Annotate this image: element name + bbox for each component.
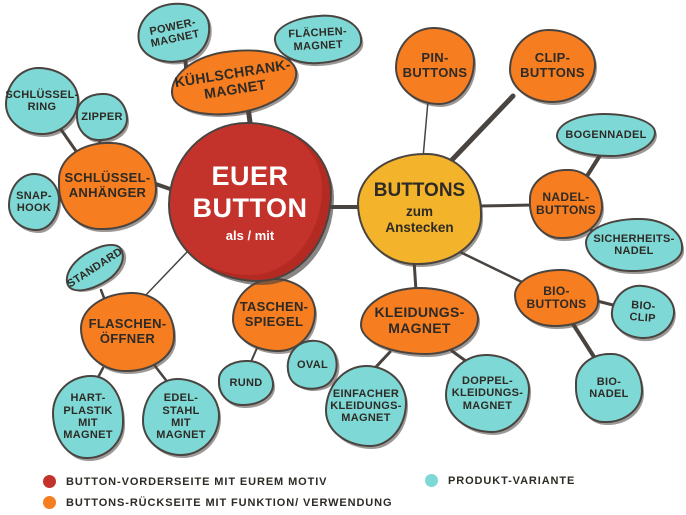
- node-label: ZIPPER: [81, 110, 123, 123]
- node-doppel-kleidungsmagnet: DOPPEL- KLEIDUNGS- MAGNET: [445, 354, 530, 433]
- node-label: BOGENNADEL: [565, 128, 647, 141]
- node-label: KÜHLSCHRANK- MAGNET: [173, 56, 292, 102]
- legend-front-label: BUTTON-VORDERSEITE MIT EUREM MOTIV: [66, 475, 328, 488]
- legend-orange-dot: [43, 496, 56, 509]
- legend-variant-label: PRODUKT-VARIANTE: [448, 474, 576, 487]
- node-label: SNAP- HOOK: [16, 189, 52, 214]
- node-label: SCHLÜSSEL- RING: [5, 88, 79, 113]
- anstecken-title: BUTTONS: [373, 180, 466, 202]
- node-label: SCHLÜSSEL- ANHÄNGER: [64, 170, 151, 200]
- node-taschen-spiegel: TASCHEN- SPIEGEL: [232, 278, 316, 352]
- node-label: EDEL- STAHL MIT MAGNET: [156, 392, 206, 442]
- euer-button-title-line1: EUER: [211, 161, 289, 192]
- legend-cyan-dot: [425, 474, 438, 487]
- node-schluessel-anhaenger: SCHLÜSSEL- ANHÄNGER: [58, 142, 157, 230]
- node-kleidungs-magnet: KLEIDUNGS- MAGNET: [360, 287, 479, 355]
- node-label: BIO- NADEL: [589, 375, 629, 400]
- node-label: BIO- BUTTONS: [526, 283, 587, 311]
- node-bogennadel: BOGENNADEL: [556, 113, 656, 157]
- node-label: EINFACHER KLEIDUNGS- MAGNET: [330, 387, 402, 425]
- legend-item-variant: PRODUKT-VARIANTE: [425, 474, 575, 487]
- node-einfacher-kleidungsmagnet: EINFACHER KLEIDUNGS- MAGNET: [325, 365, 407, 447]
- legend-red-dot: [43, 475, 56, 488]
- euer-button-title-line2: BUTTON: [192, 192, 308, 223]
- node-edel-stahl-mit-magnet: EDEL- STAHL MIT MAGNET: [142, 378, 220, 456]
- node-label: POWER- MAGNET: [148, 16, 201, 50]
- node-schluessel-ring: SCHLÜSSEL- RING: [5, 67, 79, 135]
- anstecken-subtitle: zum Anstecken: [385, 204, 454, 236]
- node-label: OVAL: [296, 358, 328, 371]
- node-label: FLÄCHEN- MAGNET: [288, 25, 348, 53]
- node-euer-button: EUER BUTTON als / mit: [168, 122, 332, 282]
- node-zipper: ZIPPER: [76, 93, 128, 141]
- node-sicherheits-nadel: SICHERHEITS- NADEL: [585, 218, 683, 272]
- node-bio-buttons: BIO- BUTTONS: [514, 269, 599, 327]
- node-label: CLIP- BUTTONS: [520, 50, 585, 80]
- euer-button-subtitle: als / mit: [225, 227, 275, 243]
- node-hart-plastik-mit-magnet: HART- PLASTIK MIT MAGNET: [52, 375, 124, 459]
- node-label: PIN- BUTTONS: [402, 50, 468, 80]
- node-label: SICHERHEITS- NADEL: [593, 232, 675, 257]
- node-label: FLASCHEN- ÖFFNER: [88, 316, 167, 346]
- legend-item-front: BUTTON-VORDERSEITE MIT EUREM MOTIV: [43, 475, 327, 488]
- node-buttons-zum-anstecken: BUTTONS zum Anstecken: [357, 153, 482, 265]
- node-flaschen-oeffner: FLASCHEN- ÖFFNER: [80, 292, 175, 372]
- node-nadel-buttons: NADEL- BUTTONS: [529, 169, 603, 239]
- node-label: BIO- CLIP: [629, 298, 657, 325]
- node-label: RUND: [229, 376, 263, 389]
- node-label: KLEIDUNGS- MAGNET: [374, 304, 465, 336]
- node-label: TASCHEN- SPIEGEL: [239, 299, 309, 329]
- legend-back-label: BUTTONS-RÜCKSEITE MIT FUNKTION/ VERWENDU…: [66, 496, 393, 509]
- node-bio-nadel: BIO- NADEL: [575, 353, 643, 423]
- node-snap-hook: SNAP- HOOK: [8, 173, 60, 231]
- node-label: HART- PLASTIK MIT MAGNET: [63, 392, 113, 442]
- node-rund: RUND: [218, 360, 274, 406]
- node-label: NADEL- BUTTONS: [536, 189, 596, 217]
- node-clip-buttons: CLIP- BUTTONS: [509, 29, 596, 103]
- node-pin-buttons: PIN- BUTTONS: [395, 27, 475, 105]
- node-label: DOPPEL- KLEIDUNGS- MAGNET: [451, 375, 524, 412]
- legend-item-back: BUTTONS-RÜCKSEITE MIT FUNKTION/ VERWENDU…: [43, 496, 392, 509]
